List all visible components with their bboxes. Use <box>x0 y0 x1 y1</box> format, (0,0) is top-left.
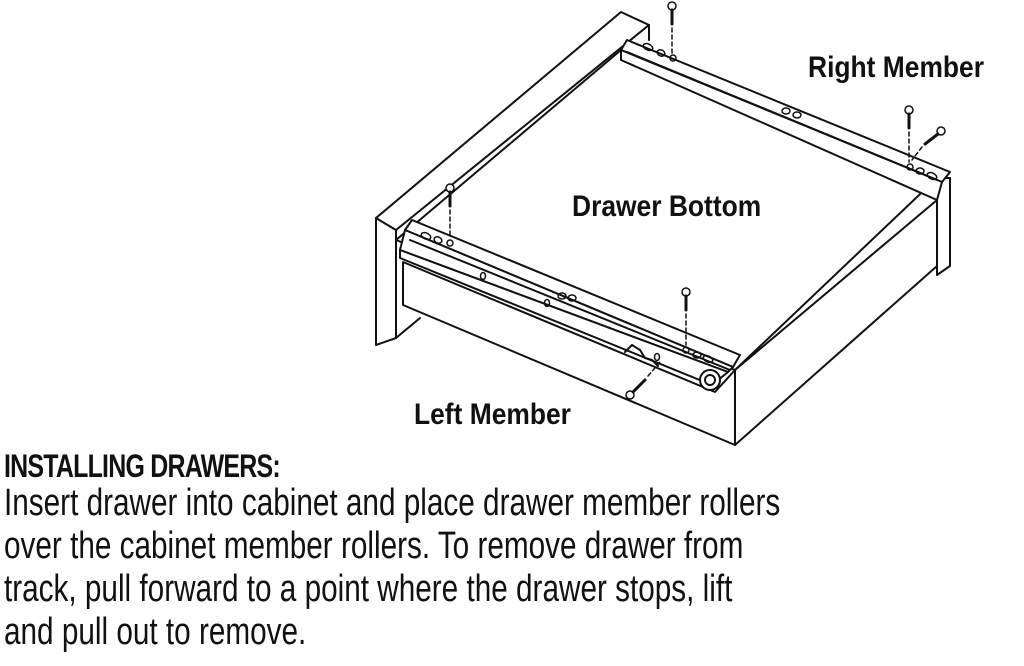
screws <box>445 1 946 400</box>
instructions-line: and pull out to remove. <box>4 611 307 653</box>
instructions-section: INSTALLING DRAWERS: Insert drawer into c… <box>4 448 1024 654</box>
instructions-line: Insert drawer into cabinet and place dra… <box>4 482 781 524</box>
screw-left-front <box>681 287 691 346</box>
instructions-line: over the cabinet member rollers. To remo… <box>4 525 744 567</box>
left-member-rail <box>399 219 741 386</box>
drawer-installation-diagram: Right Member Drawer Bottom Left Member <box>375 1 985 446</box>
left-member-label: Left Member <box>414 398 571 431</box>
right-member-rail <box>620 39 951 201</box>
instructions-heading: INSTALLING DRAWERS: <box>4 448 281 484</box>
instructions-line: track, pull forward to a point where the… <box>4 568 733 610</box>
screw-right-front <box>904 105 914 163</box>
screw-right-side <box>911 126 946 161</box>
screw-left-side <box>625 361 661 400</box>
screw-right-top <box>667 1 677 57</box>
instructions-body: Insert drawer into cabinet and place dra… <box>4 482 1024 654</box>
screw-left-top <box>445 183 455 239</box>
right-member-label: Right Member <box>808 51 985 84</box>
drawer-illustration <box>375 1 951 446</box>
roller <box>699 369 721 391</box>
drawer-front-panel <box>375 11 650 346</box>
drawer-bottom-label: Drawer Bottom <box>572 190 762 223</box>
